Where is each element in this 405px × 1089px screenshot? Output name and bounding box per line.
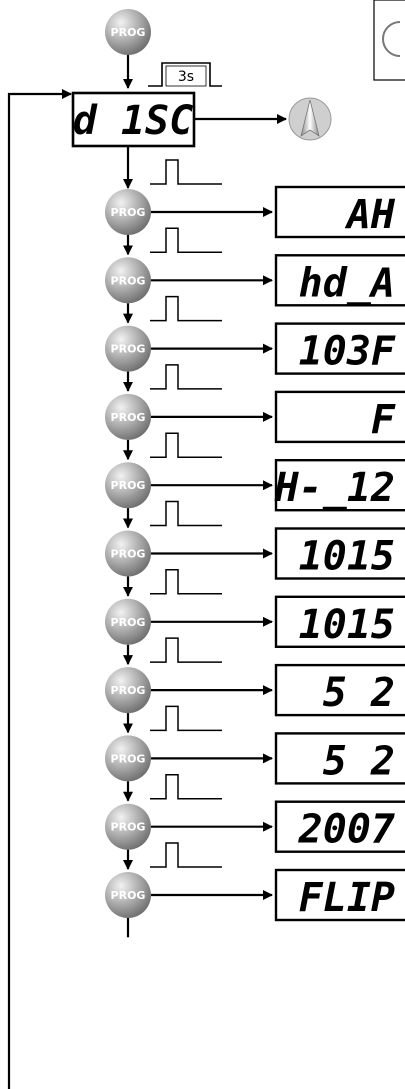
lcd-display: 1015 [274, 595, 405, 648]
lcd-display-text: 1015 [299, 534, 395, 580]
prog-label: PROG [111, 616, 146, 629]
lcd-display: hd_A [274, 254, 405, 307]
prog-button[interactable]: PROG [105, 462, 151, 509]
menu-row: PROG AH [105, 159, 405, 256]
lcd-display: 1015 [274, 527, 405, 580]
prog-label: PROG [111, 889, 146, 902]
prog-label: PROG [111, 752, 146, 765]
lcd-display: FLIP [274, 868, 405, 922]
lcd-display-text: H-_12 [274, 465, 395, 511]
lcd-display: 103F [274, 322, 405, 375]
lcd-display-text: FLIP [299, 875, 395, 921]
lcd-display: H-_12 [274, 459, 405, 512]
lcd-display: 2007 [274, 800, 405, 853]
press-pulse [150, 227, 222, 254]
lcd-display: 5 2 [274, 663, 405, 717]
lcd-display-text: AH [344, 192, 396, 238]
prog-button-top[interactable]: PROG [105, 9, 151, 55]
menu-row: PROG 5 2 [105, 637, 405, 734]
prog-label: PROG [111, 548, 146, 561]
lcd-display-text: 1015 [299, 602, 395, 648]
prog-label: PROG [111, 821, 146, 834]
hold-3s-pulse: 3s [148, 62, 222, 87]
press-pulse [150, 364, 222, 390]
prog-button[interactable]: PROG [105, 803, 151, 850]
press-pulse [150, 842, 222, 868]
press-pulse [150, 159, 222, 185]
prog-label: PROG [111, 274, 146, 287]
press-pulse [150, 432, 222, 458]
menu-row: PROG 1015 [105, 500, 405, 597]
prog-button[interactable]: PROG [105, 530, 151, 577]
press-pulse [150, 773, 222, 800]
menu-row: PROG 2007 [105, 773, 405, 870]
prog-button[interactable]: PROG [105, 735, 151, 782]
prog-button[interactable]: PROG [105, 257, 151, 304]
press-pulse [150, 500, 222, 527]
prog-button[interactable]: PROG [105, 872, 151, 918]
disc-display: d 1SC [71, 91, 196, 148]
menu-row: PROG 1015 [105, 569, 405, 666]
lcd-display: AH [274, 185, 405, 239]
return-loop-line [7, 89, 72, 1089]
menu-row: PROG F [105, 364, 405, 461]
lcd-display-text: 103F [299, 329, 396, 375]
legend-box [373, 0, 405, 81]
lcd-display-text: 2007 [298, 807, 395, 853]
press-pulse [150, 637, 222, 663]
prog-label: PROG [111, 411, 146, 424]
hold-time-label: 3s [178, 69, 194, 85]
lcd-display-text: F [371, 397, 396, 443]
prog-button[interactable]: PROG [105, 189, 151, 235]
prog-button[interactable]: PROG [105, 325, 151, 372]
menu-row: PROG 103F [105, 295, 405, 392]
menu-row: PROG FLIP [105, 842, 405, 938]
menu-row: PROG 5 2 [105, 705, 405, 802]
menu-row: PROG hd_A [105, 227, 405, 324]
lcd-display-text: 5 2 [323, 670, 395, 716]
press-pulse [150, 705, 222, 732]
prog-label: PROG [111, 26, 146, 39]
lcd-display: 5 2 [274, 732, 405, 785]
prog-button[interactable]: PROG [105, 667, 151, 714]
prog-button[interactable]: PROG [105, 598, 151, 645]
exit-arrow-icon[interactable] [288, 97, 332, 141]
prog-label: PROG [111, 479, 146, 492]
press-pulse [150, 569, 222, 595]
prog-label: PROG [111, 206, 146, 219]
prog-label: PROG [111, 684, 146, 697]
menu-row: PROG H-_12 [105, 432, 405, 529]
lcd-display-text: 5 2 [323, 738, 395, 784]
lcd-display-text: hd_A [299, 260, 395, 306]
prog-button[interactable]: PROG [105, 393, 151, 440]
press-pulse [150, 295, 222, 322]
disc-display-text: d 1SC [73, 98, 193, 144]
prog-label: PROG [111, 343, 146, 356]
lcd-display: F [274, 390, 405, 444]
